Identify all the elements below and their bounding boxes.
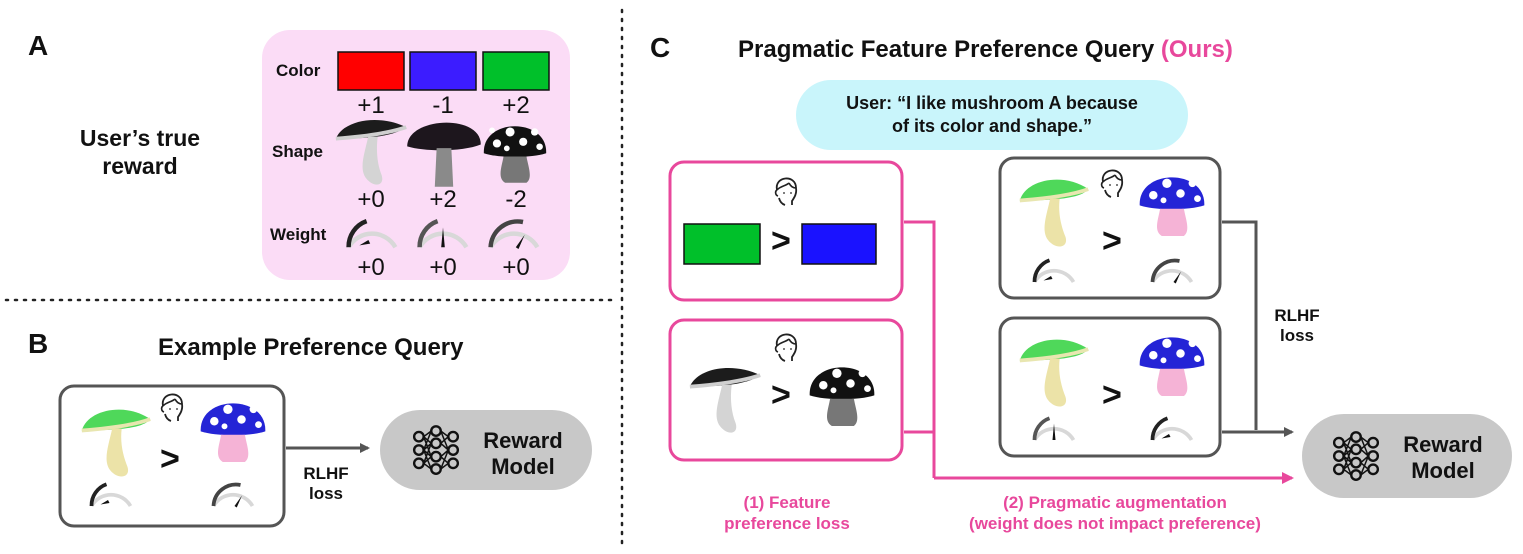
rlhf-path bbox=[1222, 220, 1258, 430]
color-swatch-red bbox=[337, 51, 405, 91]
shape-value: +0 bbox=[357, 186, 385, 213]
rlhf-loss-line1: RLHF bbox=[303, 464, 349, 483]
shape-value: -2 bbox=[505, 186, 527, 213]
row-label-shape: Shape bbox=[272, 142, 324, 161]
pragmatic-augmentation-label: (2) Pragmatic augmentation (weight does … bbox=[940, 492, 1290, 534]
panel-a-title-line2: reward bbox=[102, 153, 178, 179]
label2-line1: (2) Pragmatic augmentation bbox=[1003, 493, 1227, 512]
reward-model-line2: Model bbox=[1411, 458, 1475, 483]
weight-value: +0 bbox=[357, 254, 385, 281]
color-swatch-green bbox=[482, 51, 550, 91]
panel-c-title-suffix: (Ours) bbox=[1160, 36, 1233, 63]
rlhf-loss-line2: loss bbox=[308, 484, 344, 503]
panel-b-title: Example Preference Query bbox=[158, 334, 464, 361]
preference-symbol: > bbox=[1102, 222, 1122, 260]
color-swatch-green bbox=[683, 223, 761, 265]
rlhf-loss-label-c: RLHF loss bbox=[1262, 306, 1332, 346]
rlhf-loss-line2: loss bbox=[1279, 326, 1315, 345]
panel-c-title: Pragmatic Feature Preference Query (Ours… bbox=[738, 36, 1233, 64]
rlhf-loss-line1: RLHF bbox=[1274, 306, 1320, 325]
color-value: +2 bbox=[502, 92, 530, 119]
color-swatch-blue bbox=[801, 223, 877, 265]
reward-model-c bbox=[1302, 414, 1512, 498]
preference-symbol: > bbox=[771, 376, 791, 414]
user-quote-bubble bbox=[796, 80, 1188, 150]
user-quote: User: “I like mushroom A because of its … bbox=[796, 92, 1188, 138]
reward-model-label-b: Reward Model bbox=[468, 428, 578, 480]
reward-model-line2: Model bbox=[491, 454, 555, 479]
reward-model-b bbox=[380, 410, 592, 490]
reward-model-line1: Reward bbox=[483, 428, 563, 453]
row-label-weight: Weight bbox=[270, 225, 327, 244]
weight-value: +0 bbox=[502, 254, 530, 281]
feature-query-color bbox=[668, 160, 904, 302]
panel-a-title-line1: User’s true bbox=[79, 125, 201, 151]
panel-c-title-main: Pragmatic Feature Preference Query bbox=[738, 36, 1155, 63]
feature-preference-loss-label: (1) Feature preference loss bbox=[682, 492, 892, 534]
label2-line2: (weight does not impact preference) bbox=[969, 514, 1261, 533]
reward-model-line1: Reward bbox=[1403, 432, 1483, 457]
row-label-color: Color bbox=[276, 61, 321, 80]
color-swatch-blue bbox=[409, 51, 477, 91]
user-quote-line2: of its color and shape.” bbox=[891, 116, 1093, 136]
panel-a-title: User’s true reward bbox=[50, 124, 230, 180]
reward-table-bg bbox=[262, 30, 570, 280]
label1-line2: preference loss bbox=[724, 514, 850, 533]
augmentation-path bbox=[904, 220, 936, 478]
label1-line1: (1) Feature bbox=[743, 493, 831, 512]
reward-model-label-c: Reward Model bbox=[1388, 432, 1498, 484]
panel-letter-a: A bbox=[28, 30, 49, 61]
shape-value: +2 bbox=[429, 186, 457, 213]
user-quote-line1: User: “I like mushroom A because bbox=[846, 93, 1138, 113]
panel-letter-c: C bbox=[650, 32, 671, 63]
preference-symbol: > bbox=[1102, 376, 1122, 414]
preference-symbol: > bbox=[160, 440, 180, 478]
color-value: -1 bbox=[432, 92, 454, 119]
weight-value: +0 bbox=[429, 254, 457, 281]
panel-letter-b: B bbox=[28, 328, 49, 359]
color-value: +1 bbox=[357, 92, 385, 119]
rlhf-loss-label-b: RLHF loss bbox=[294, 464, 358, 504]
preference-symbol: > bbox=[771, 222, 791, 260]
